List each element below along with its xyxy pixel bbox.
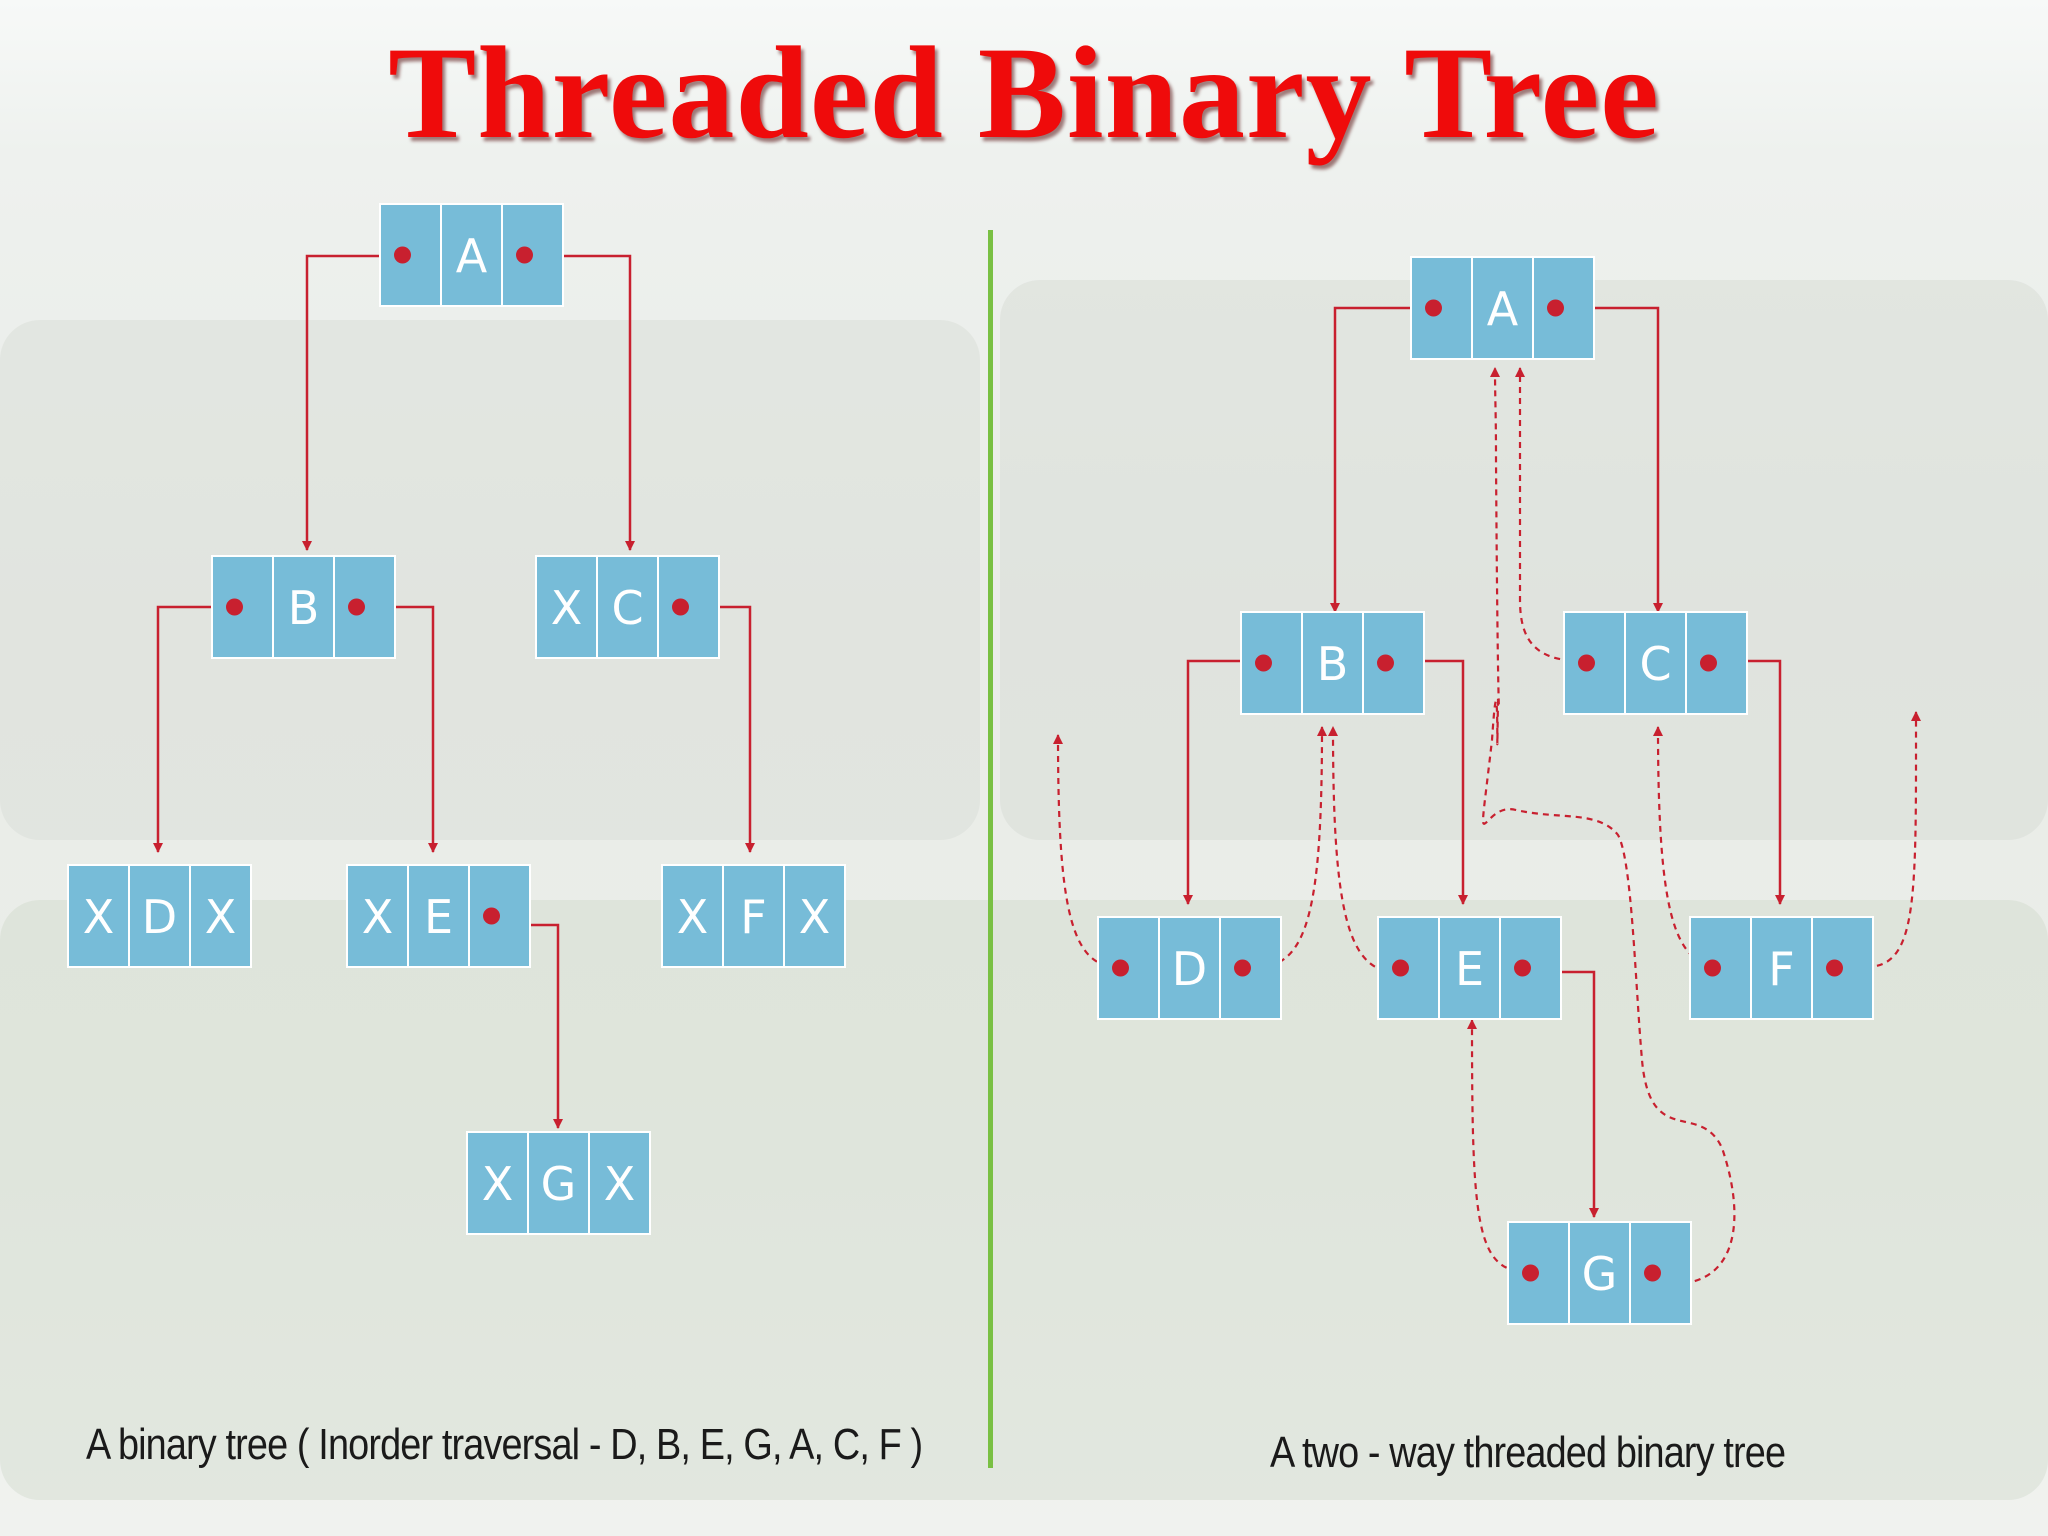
node-cell [346,864,409,968]
pointer-dot [1425,299,1442,317]
divider [988,230,993,1468]
node-label: B [288,581,320,635]
right-node-c: C [1563,611,1748,715]
pointer-dot [516,246,533,264]
node-label: D [1172,942,1207,996]
node-label: F [740,890,766,944]
node-cell [722,864,785,968]
left-tree-links [153,254,755,1129]
null-marker: X [604,1157,636,1211]
node-label: A [456,229,488,283]
node-label: C [1639,637,1671,691]
node-label: F [1768,942,1794,996]
right-tree-links [1183,306,1785,1218]
link-a-c [555,254,635,551]
pointer-dot [1514,959,1531,977]
page-title: Threaded Binary Tree [388,19,1660,166]
node-cell [661,864,724,968]
node-label: E [424,890,453,944]
node-cell [407,864,470,968]
thread-f-left-c [1653,726,1725,969]
link-a-c [1588,306,1663,613]
node-cell [783,864,846,968]
pointer-dot [1826,959,1843,977]
thread-e-left-b [1328,726,1397,974]
node-cell [535,555,598,659]
node-cell [1624,611,1687,715]
right-tree-threads [1053,367,1922,1286]
pointer-dot [394,246,411,264]
null-marker: X [362,890,394,944]
pointer-dot [1377,654,1394,672]
thread-g-left-e [1467,1019,1529,1274]
pointer-dot [483,907,500,925]
right-tree-nodes: A B C D E F G [1097,256,1874,1325]
pointer-dot [1392,959,1409,977]
pointer-dot [1700,654,1717,672]
right-node-g: G [1507,1221,1692,1325]
background-building-left [0,320,980,840]
null-marker: X [83,890,115,944]
right-caption: A two - way threaded binary tree [1270,1428,1786,1477]
pointer-dot [1644,1264,1661,1282]
node-cell [1471,256,1534,360]
pointer-dot [1522,1264,1539,1282]
pointer-dot [672,598,689,616]
node-label: E [1455,942,1484,996]
right-node-b: B [1240,611,1425,715]
pointer-dot [1255,654,1272,672]
pointer-dot [1547,299,1564,317]
left-node-a: A [379,203,564,307]
left-caption: A binary tree ( Inorder traversal - D, B… [86,1420,923,1469]
node-cell [1301,611,1364,715]
link-b-e [1414,659,1468,905]
pointer-dot [1112,959,1129,977]
node-cell [1750,916,1813,1020]
node-cell [596,555,659,659]
right-node-f: F [1689,916,1874,1020]
null-marker: X [551,581,583,635]
pointer-dot [348,598,365,616]
thread-d-right-b [1257,726,1327,969]
pointer-dot [1578,654,1595,672]
left-node-b: B [211,555,396,659]
pointer-dot [1234,959,1251,977]
thread-d-left-null [1053,734,1119,969]
node-cell [466,1131,529,1235]
null-marker: X [677,890,709,944]
node-label: G [541,1157,577,1211]
node-label: D [142,890,177,944]
link-a-b [302,254,402,551]
node-cell [333,555,396,659]
right-node-a: A [1410,256,1595,360]
node-cell [588,1131,651,1235]
pointer-dot [226,598,243,616]
link-a-b [1330,306,1432,613]
pointer-dot [1704,959,1721,977]
node-cell [527,1131,590,1235]
null-marker: X [482,1157,514,1211]
node-label: C [611,581,643,635]
thread-f-right-null [1865,711,1922,969]
thread-g-right-a [1481,367,1736,1286]
node-label: G [1582,1247,1618,1301]
right-node-e: E [1377,916,1562,1020]
link-b-e [384,605,438,853]
node-label: B [1317,637,1349,691]
node-label: A [1487,282,1519,336]
node-cell [272,555,335,659]
null-marker: X [205,890,237,944]
right-node-d: D [1097,916,1282,1020]
null-marker: X [799,890,831,944]
node-cell [189,864,252,968]
